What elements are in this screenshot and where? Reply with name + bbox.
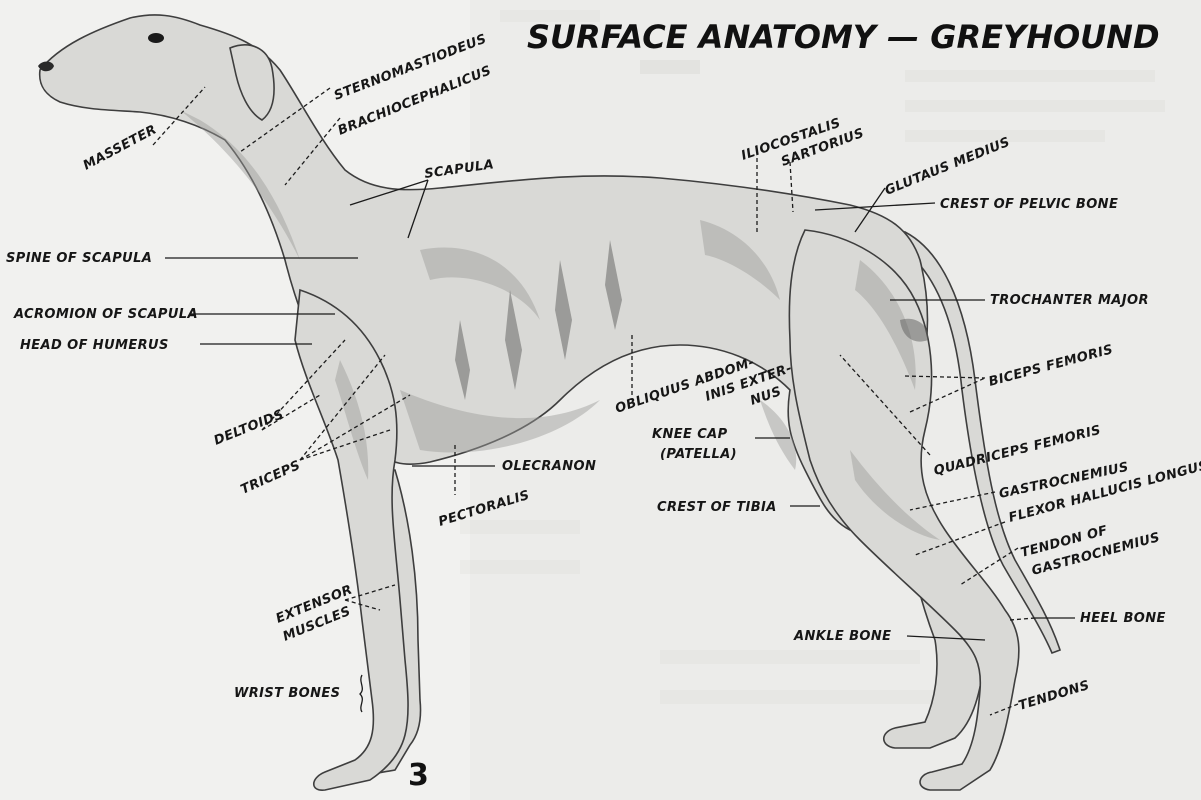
label-wrist-bones: WRIST BONES	[234, 686, 340, 701]
label-sternomastoideus: STERNOMASTIODEUS	[332, 32, 489, 104]
eye	[148, 33, 164, 43]
label-patella: (PATELLA)	[660, 447, 737, 462]
label-head-of-humerus: HEAD OF HUMERUS	[20, 338, 169, 353]
label-olecranon: OLECRANON	[502, 459, 596, 474]
plate-title: SURFACE ANATOMY — GREYHOUND	[527, 18, 1160, 56]
figure-number: 3	[408, 758, 429, 793]
label-deltoids: DELTOIDS	[212, 407, 286, 449]
label-trochanter-major: TROCHANTER MAJOR	[990, 293, 1149, 308]
label-acromion-of-scapula: ACROMION OF SCAPULA	[13, 307, 198, 322]
label-heel-bone: HEEL BONE	[1080, 611, 1166, 626]
label-spine-of-scapula: SPINE OF SCAPULA	[6, 251, 152, 266]
label-triceps: TRICEPS	[239, 458, 303, 498]
label-knee-cap: KNEE CAP	[652, 427, 728, 442]
label-masseter: MASSETER	[81, 122, 160, 173]
label-crest-of-pelvic-bone: CREST OF PELVIC BONE	[940, 197, 1118, 212]
label-crest-of-tibia: CREST OF TIBIA	[657, 500, 777, 515]
label-ankle-bone: ANKLE BONE	[793, 629, 891, 644]
